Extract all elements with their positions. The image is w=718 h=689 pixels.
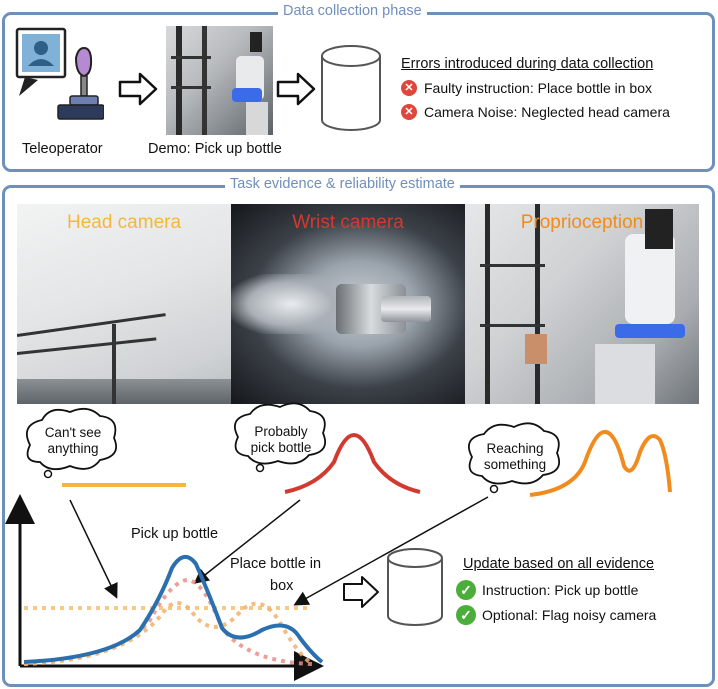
data-collection-title: Data collection phase: [278, 3, 427, 19]
wrist-thought-text: Probably pick bottle: [250, 424, 312, 455]
wrist-to-chart-arrow: [193, 499, 301, 584]
wrist-dotted-curve: [23, 577, 313, 666]
proprioception-label: Proprioception: [520, 212, 644, 233]
check-icon: ✓: [456, 580, 476, 600]
thought-cloud-icon: [26, 407, 118, 479]
error-item: ✕ Camera Noise: Neglected head camera: [401, 104, 670, 120]
thought-cloud-icon: [234, 402, 327, 473]
wrist-camera-label: Wrist camera: [292, 212, 404, 233]
teleoperator-label: Teleoperator: [22, 141, 103, 157]
thought-cloud-icon: [468, 422, 561, 494]
arrow-right-icon: [118, 72, 158, 106]
database-cylinder-icon: [387, 548, 443, 626]
errors-heading: Errors introduced during data collection: [401, 56, 654, 72]
update-item: ✓ Instruction: Pick up bottle: [456, 580, 638, 600]
proprio-dotted-curve: [23, 601, 314, 666]
update-text: Optional: Flag noisy camera: [482, 607, 657, 623]
update-heading: Update based on all evidence: [463, 556, 655, 572]
pick-up-bottle-label: Pick up bottle: [131, 526, 219, 542]
head-camera-image: Head camera: [17, 204, 231, 404]
demo-robot-image: [166, 26, 273, 135]
posterior-curve: [23, 555, 324, 664]
error-x-icon: ✕: [401, 80, 417, 96]
task-evidence-title: Task evidence & reliability estimate: [225, 176, 460, 192]
database-cylinder-icon: [321, 45, 381, 131]
place-bottle-label-line1: Place bottle in: [230, 556, 322, 572]
teleoperator-person-icon: [15, 27, 104, 120]
demo-label: Demo: Pick up bottle: [148, 141, 282, 157]
wrist-camera-evidence-curve: [284, 432, 421, 494]
error-item: ✕ Faulty instruction: Place bottle in bo…: [401, 80, 652, 96]
error-text: Faulty instruction: Place bottle in box: [424, 80, 653, 96]
head-to-chart-arrow: [69, 499, 118, 599]
arrow-right-icon: [343, 576, 379, 608]
error-x-icon: ✕: [401, 104, 417, 120]
proprio-thought-text: Reaching something: [483, 441, 547, 472]
arrow-right-icon: [276, 72, 316, 106]
proprioception-evidence-curve: [529, 429, 672, 497]
proprio-to-chart-arrow: [293, 496, 489, 606]
update-item: ✓ Optional: Flag noisy camera: [456, 605, 656, 625]
check-icon: ✓: [456, 605, 476, 625]
update-text: Instruction: Pick up bottle: [482, 582, 639, 598]
head-thought-text: Can't see anything: [44, 425, 102, 456]
place-bottle-label-line2: box: [270, 578, 294, 594]
wrist-camera-image: Wrist camera: [231, 204, 465, 404]
head-camera-label: Head camera: [66, 212, 182, 233]
joystick-icon: [57, 46, 104, 120]
proprioception-image: Proprioception: [465, 204, 699, 404]
error-text: Camera Noise: Neglected head camera: [424, 104, 670, 120]
